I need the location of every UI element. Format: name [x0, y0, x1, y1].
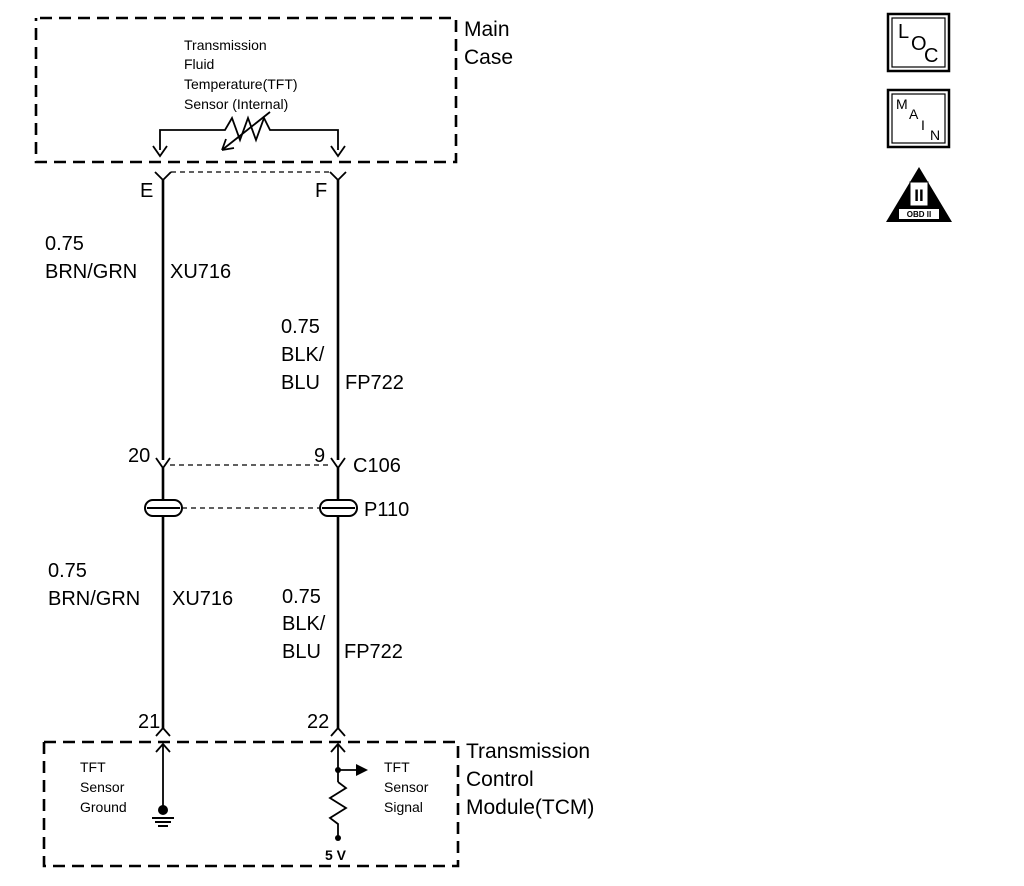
loc-letter-c: C — [924, 45, 938, 67]
left-lower-gauge: 0.75 — [48, 560, 87, 582]
tcm-pin-21: 21 — [138, 711, 160, 733]
right-upper-circuit: FP722 — [345, 372, 404, 394]
obd-label: OBD II — [907, 210, 931, 219]
p110-label: P110 — [364, 499, 409, 521]
left-lower-circuit: XU716 — [172, 588, 233, 610]
main-letter-n: N — [930, 127, 940, 143]
main-case-label-2: Case — [464, 46, 513, 69]
tcm-label-3: Module(TCM) — [466, 796, 594, 819]
loc-letter-l: L — [898, 21, 909, 43]
tcm-label-1: Transmission — [466, 740, 590, 763]
right-lower-color-2: BLU — [282, 641, 321, 663]
right-lower-gauge: 0.75 — [282, 586, 321, 608]
left-upper-circuit: XU716 — [170, 261, 231, 283]
c106-pin-9: 9 — [314, 445, 325, 467]
tcm-label-2: Control — [466, 768, 534, 791]
left-upper-gauge: 0.75 — [45, 233, 84, 255]
ground-label-3: Ground — [80, 799, 127, 815]
signal-label-2: Sensor — [384, 779, 429, 795]
signal-label-1: TFT — [384, 759, 410, 775]
pullup-resistor-symbol — [328, 781, 348, 841]
signal-circuit — [330, 742, 368, 782]
right-lower-circuit: FP722 — [344, 641, 403, 663]
main-letter-a: A — [909, 106, 919, 122]
tcm-pin-22: 22 — [307, 711, 329, 733]
right-upper-color-1: BLK/ — [281, 344, 325, 366]
tft-sensor-label-3: Temperature(TFT) — [184, 76, 298, 92]
tcm-box — [42, 740, 460, 868]
ground-icon — [152, 817, 174, 827]
reference-voltage-label: 5 V — [325, 847, 347, 863]
tft-sensor-label-2: Fluid — [184, 56, 214, 72]
c106-label: C106 — [353, 455, 401, 477]
right-lower-color-1: BLK/ — [282, 613, 326, 635]
ground-label-2: Sensor — [80, 779, 125, 795]
main-icon: M A I N — [886, 88, 951, 149]
obd-ii-icon: II OBD II — [886, 167, 952, 222]
main-letter-i: I — [921, 117, 925, 133]
obd-numeral: II — [914, 186, 923, 205]
left-lower-color: BRN/GRN — [48, 588, 140, 610]
loc-letter-o: O — [911, 33, 927, 55]
connector-ef-symbol — [154, 171, 347, 182]
ground-label-1: TFT — [80, 759, 106, 775]
right-upper-gauge: 0.75 — [281, 316, 320, 338]
tft-sensor-label-4: Sensor (Internal) — [184, 96, 288, 112]
tcm-connector-symbol — [155, 726, 346, 737]
loc-icon: L O C — [886, 12, 951, 73]
signal-label-3: Signal — [384, 799, 423, 815]
pin-e-label: E — [140, 180, 153, 202]
thermistor-symbol — [152, 111, 346, 158]
main-case-label-1: Main — [464, 18, 510, 41]
c106-pin-20: 20 — [128, 445, 150, 467]
pin-f-label: F — [315, 180, 327, 202]
tft-sensor-label-1: Transmission — [184, 37, 267, 53]
main-letter-m: M — [896, 96, 908, 112]
main-case-box — [34, 16, 458, 164]
right-upper-color-2: BLU — [281, 372, 320, 394]
p110-passthrough-symbol — [144, 499, 358, 517]
ground-circuit — [155, 742, 171, 815]
left-upper-color: BRN/GRN — [45, 261, 137, 283]
